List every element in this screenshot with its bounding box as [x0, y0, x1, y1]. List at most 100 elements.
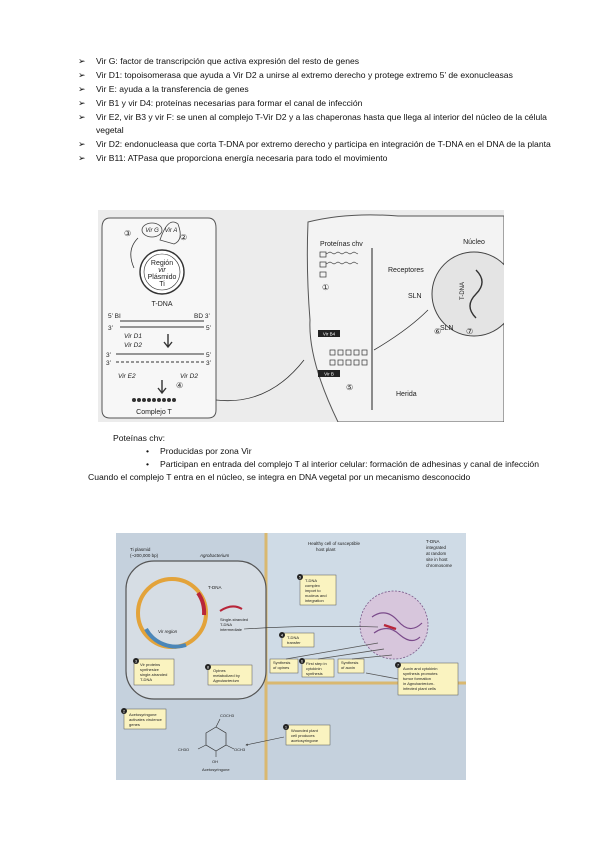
step-1-number: 1 [285, 725, 288, 730]
bullet-dot-icon: • [146, 446, 150, 456]
step-3-number: 3 [135, 659, 138, 664]
vir-d1-label: Vir D1 [124, 333, 142, 340]
opines-text: of opines [273, 665, 289, 670]
tdna-transfer-figure: Vir G Vir A ③ ② Región vir Plásmido Ti T… [98, 210, 504, 422]
healthy-cell-label: host plant [316, 547, 336, 552]
opines-text: Synthesis [273, 660, 290, 665]
bullet-vir-d2: ➢Vir D2: endonucleasa que corta T-DNA po… [78, 139, 551, 149]
ti-plasmid-label: Ti plasmid [130, 547, 151, 552]
vir-region-label: Vir region [158, 629, 178, 634]
vir-d2-label: Vir D2 [180, 373, 198, 380]
ss-intermediate-label: intermediate [220, 627, 243, 632]
acetosyringone-label: Acetosyringone [202, 767, 230, 772]
step-8-text: metabolized by [213, 673, 240, 678]
step-6-label: ⑥ [434, 327, 441, 336]
step-7-number: 7 [397, 663, 400, 668]
ss-intermediate-label: Single-stranded [220, 617, 248, 622]
agrobacterium-infection-figure: Ti plasmid (~200,000 bp) Agrobacterium T… [116, 533, 466, 780]
receptors-label: Receptores [388, 267, 424, 274]
plasmid-size-label: (~200,000 bp) [130, 553, 159, 558]
border-left-label: 5’ BI [108, 313, 121, 320]
step-2-label: ② [180, 233, 187, 242]
cytokinin-text: synthesis [306, 671, 323, 676]
step-5-label: ⑤ [346, 383, 353, 392]
sln-label: SLN [408, 293, 422, 300]
auxin-text: of auxin [341, 665, 355, 670]
arrow-bullet-icon: ➢ [78, 139, 86, 149]
step-8-number: 8 [207, 665, 210, 670]
tdna-vertical-label: T-DNA [460, 282, 466, 300]
vir-b4-label: Vir B4 [323, 332, 336, 337]
region-label: Región [151, 260, 173, 267]
step-3-text: synthesize [140, 667, 160, 672]
step-7-text: Auxin and cytokinin [403, 666, 437, 671]
coch3-label: COCH3 [220, 713, 235, 718]
end-label: 3’ [106, 352, 112, 359]
complex-t-label: Complejo T [136, 409, 172, 416]
t-complex-transfer-chain [329, 349, 368, 366]
integrated-label: chromosome [426, 563, 453, 568]
bullet-dot-icon: • [146, 459, 150, 469]
vir-label: vir [158, 267, 166, 274]
step-2-number: 2 [123, 709, 126, 714]
ti-label: Ti [159, 281, 165, 288]
och3-label: OCH3 [234, 747, 246, 752]
step-3-label: ③ [124, 229, 131, 238]
vir-genes-list: ➢Vir G: factor de transcripción que acti… [76, 55, 556, 166]
notes-item: •Participan en entrada del complejo T al… [146, 459, 539, 469]
step-1-text: Wounded plant [291, 728, 319, 733]
step-5-text: complex [305, 583, 320, 588]
notes-item: •Producidas por zona Vir [146, 446, 252, 456]
t-complex-chain [132, 398, 176, 402]
end-label: 3’ [106, 360, 112, 367]
tdna-label: T-DNA [152, 301, 173, 308]
end-label: 5’ [206, 352, 212, 359]
healthy-cell-label: Healthy cell of susceptible [308, 541, 361, 546]
step-1-text: acetosyringone [291, 738, 319, 743]
integration-note: Cuando el complejo T entra en el núcleo,… [88, 472, 471, 482]
acetosyringone-molecule [197, 718, 235, 757]
bullet-vir-g: ➢Vir G: factor de transcripción que acti… [78, 56, 360, 66]
vir-d2-label: Vir D2 [124, 342, 142, 349]
tdna-label: T-DNA [208, 585, 222, 590]
border-right-label: BD 3’ [194, 313, 210, 320]
end-label: 3’ [108, 325, 114, 332]
step-8-text: Agrobacterium [212, 678, 240, 683]
step-5-text: integration [305, 598, 324, 603]
step-1-label: ① [322, 283, 329, 292]
step-4-number: 4 [281, 633, 284, 638]
arrow-bullet-icon: ➢ [78, 56, 86, 66]
step-2-text: Acetosyringone [129, 712, 157, 717]
step-7-text: in Agrobacterium- [403, 681, 435, 686]
step-5-number: 5 [299, 575, 302, 580]
auxin-text: Synthesis [341, 660, 358, 665]
cytokinin-text: cytokinin [306, 666, 322, 671]
bullet-vir-e2-b3-f: ➢Vir E2, vir B3 y vir F: se unen al comp… [78, 112, 547, 135]
step-8-text: Opines [213, 668, 226, 673]
step-5-text: T-DNA [305, 578, 317, 583]
vir-g-label: Vir G [145, 228, 159, 234]
step-4-text: T-DNA [287, 635, 299, 640]
notes-list: •Producidas por zona Vir •Participan en … [113, 445, 553, 471]
step-3-text: Vir proteins [140, 662, 160, 667]
step-3-text: T-DNA [140, 677, 152, 682]
agrobacterium-label: Agrobacterium [199, 553, 230, 558]
vir-a-label: Vir A [165, 228, 178, 234]
step-7-label: ⑦ [466, 327, 473, 336]
bullet-vir-d1: ➢Vir D1: topoisomerasa que ayuda a Vir D… [78, 70, 513, 80]
end-label: 5’ [206, 325, 212, 332]
step-6-number: 6 [301, 659, 304, 664]
plasmid-label: Plásmido [148, 274, 177, 281]
step-7-text: tumor formation [403, 676, 431, 681]
step-5-text: import to [305, 588, 321, 593]
step-1-text: cell produces [291, 733, 315, 738]
arrow-bullet-icon: ➢ [78, 98, 86, 108]
vir-e2-label: Vir E2 [118, 373, 136, 380]
wound-label: Herida [396, 391, 417, 398]
chv-proteins-label: Proteínas chv [320, 241, 363, 248]
ch3o-label: CH3O [178, 747, 189, 752]
vir-b-label: Vir B [324, 372, 334, 377]
arrow-bullet-icon: ➢ [78, 70, 86, 80]
step-4-label: ④ [176, 381, 183, 390]
integrated-label: at random [426, 551, 447, 556]
